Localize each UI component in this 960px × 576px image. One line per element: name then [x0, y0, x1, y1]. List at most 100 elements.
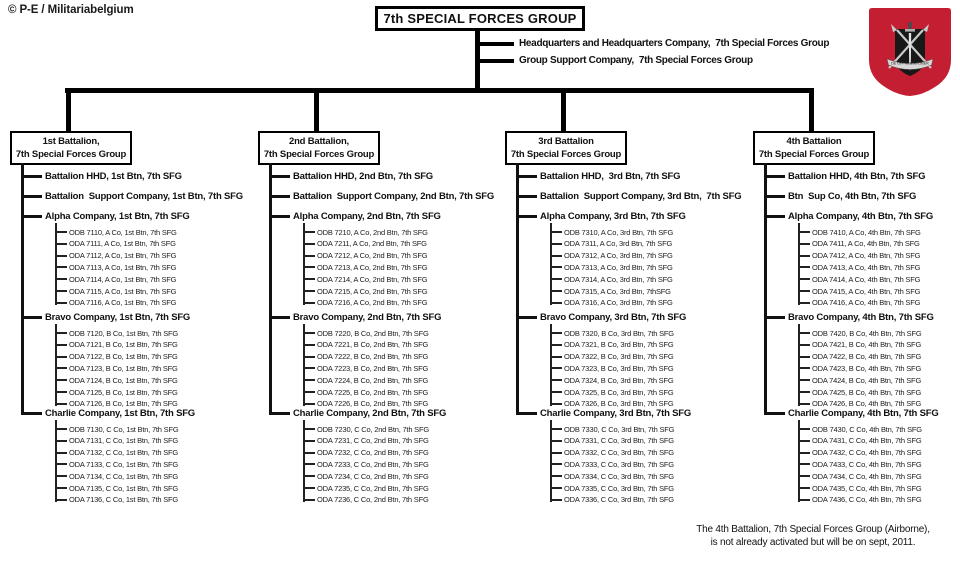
team-item: ODA 7411, A Co, 4th Btn, 7th SFG [798, 239, 920, 249]
tree-tick-line [798, 402, 810, 405]
team-item-label: ODA 7323, B Co, 3rd Btn, 7th SFG [564, 363, 674, 373]
tree-trunk-line [516, 163, 519, 415]
battalion-unit-label: Battalion HHD, 1st Btn, 7th SFG [45, 170, 182, 182]
tree-tick-line [55, 498, 67, 501]
battalion-unit: Battalion HHD, 4th Btn, 7th SFG [764, 170, 926, 182]
tree-tick-line [516, 194, 537, 198]
company-header-label: Bravo Company, 1st Btn, 7th SFG [45, 311, 191, 323]
team-item: ODA 7333, C Co, 3rd Btn, 7th SFG [550, 459, 674, 469]
tree-tick-line [550, 242, 562, 245]
battalion-unit: Battalion Support Company, 2nd Btn, 7th … [269, 190, 494, 202]
team-item-label: ODA 7313, A Co, 3rd Btn, 7th SFG [564, 262, 673, 272]
tree-tick-line [303, 290, 315, 292]
team-item-label: ODA 7133, C Co, 1st Btn, 7th SFG [69, 459, 179, 469]
tree-tick-line [798, 391, 810, 393]
team-item: ODA 7434, C Co, 4th Btn, 7th SFG [798, 471, 922, 481]
tree-tick-line [269, 315, 290, 319]
team-item: ODA 7133, C Co, 1st Btn, 7th SFG [55, 459, 178, 469]
team-item-label: ODA 7234, C Co, 2nd Btn, 7th SFG [317, 471, 429, 481]
team-item-label: ODB 7310, A Co, 3rd Btn, 7th SFG [564, 227, 674, 237]
tree-tick-line [21, 194, 42, 198]
tree-tick-line [550, 402, 562, 405]
connector-line [808, 88, 814, 133]
tree-subtrunk-line [550, 420, 552, 502]
team-item: ODA 7122, B Co, 1st Btn, 7th SFG [55, 352, 178, 362]
team-item-label: ODA 7136, C Co, 1st Btn, 7th SFG [69, 495, 179, 505]
tree-subtrunk-line [550, 223, 552, 305]
battalion-unit-label: Btn Sup Co, 4th Btn, 7th SFG [788, 190, 917, 202]
tree-tick-line [55, 343, 67, 346]
team-item-label: ODB 7420, B Co, 4th Btn, 7th SFG [812, 328, 922, 338]
team-item-label: ODA 7212, A Co, 2nd Btn, 7th SFG [317, 251, 428, 261]
tree-tick-line [21, 214, 42, 218]
tree-tick-line [764, 411, 785, 415]
team-item-label: ODA 7111, A Co, 1st Btn, 7th SFG [69, 239, 176, 249]
tree-tick-line [303, 343, 315, 346]
tree-tick-line [798, 301, 810, 304]
connector-line [65, 88, 814, 93]
battalion-unit: Battalion Support Company, 3rd Btn, 7th … [516, 190, 742, 202]
team-item: ODB 7320, B Co, 3rd Btn, 7th SFG [550, 328, 674, 338]
tree-tick-line [303, 254, 315, 257]
tree-tick-line [303, 301, 315, 304]
team-item-label: ODA 7224, B Co, 2nd Btn, 7th SFG [317, 375, 429, 385]
team-item-label: ODB 7410, A Co, 4th Btn, 7th SFG [812, 227, 921, 237]
team-item: ODA 7213, A Co, 2nd Btn, 7th SFG [303, 262, 428, 272]
company-header-label: Bravo Company, 3rd Btn, 7th SFG [540, 311, 687, 323]
tree-tick-line [55, 332, 67, 334]
company-header: Bravo Company, 2nd Btn, 7th SFG [269, 311, 441, 323]
company-header: Alpha Company, 3rd Btn, 7th SFG [516, 210, 686, 222]
tree-tick-line [798, 367, 810, 370]
team-item: ODA 7215, A Co, 2nd Btn, 7th SFG [303, 286, 428, 296]
battalion-box-line: 1st Battalion, [42, 136, 100, 147]
team-item-label: ODA 7311, A Co, 3rd Btn, 7th SFG [564, 239, 673, 249]
team-item-label: ODA 7123, B Co, 1st Btn, 7th SFG [69, 363, 178, 373]
beret-flash-icon: DE OPPRESSO LIBER [869, 8, 951, 96]
team-item: ODA 7136, C Co, 1st Btn, 7th SFG [55, 495, 178, 505]
tree-tick-line [55, 301, 67, 304]
team-item: ODA 7422, B Co, 4th Btn, 7th SFG [798, 352, 921, 362]
team-item-label: ODA 7314, A Co, 3rd Btn, 7th SFG [564, 274, 673, 284]
team-item-label: ODA 7421, B Co, 4th Btn, 7th SFG [812, 340, 922, 350]
tree-tick-line [303, 278, 315, 281]
team-item: ODA 7234, C Co, 2nd Btn, 7th SFG [303, 471, 429, 481]
team-item: ODA 7123, B Co, 1st Btn, 7th SFG [55, 363, 178, 373]
team-item-label: ODB 7210, A Co, 2nd Btn, 7th SFG [317, 227, 428, 237]
team-item: ODA 7113, A Co, 1st Btn, 7th SFG [55, 262, 176, 272]
tree-tick-line [798, 343, 810, 346]
team-item-label: ODA 7416, A Co, 4th Btn, 7th SFG [812, 298, 921, 308]
tree-tick-line [798, 379, 810, 382]
company-header-label: Charlie Company, 2nd Btn, 7th SFG [293, 407, 447, 419]
team-item-label: ODA 7213, A Co, 2nd Btn, 7th SFG [317, 262, 428, 272]
tree-tick-line [798, 487, 810, 489]
team-item-label: ODA 7434, C Co, 4th Btn, 7th SFG [812, 471, 922, 481]
team-item-label: ODB 7120, B Co, 1st Btn, 7th SFG [69, 328, 179, 338]
tree-tick-line [303, 391, 315, 393]
team-item: ODA 7114, A Co, 1st Btn, 7th SFG [55, 274, 176, 284]
team-item: ODB 7210, A Co, 2nd Btn, 7th SFG [303, 227, 428, 237]
tree-subtrunk-line [55, 420, 57, 502]
team-item: ODA 7415, A Co, 4th Btn, 7th SFG [798, 286, 920, 296]
team-item-label: ODA 7115, A Co, 1st Btn, 7th SFG [69, 286, 177, 296]
team-item: ODB 7430, C Co, 4th Btn, 7th SFG [798, 424, 922, 434]
company-header: Charlie Company, 1st Btn, 7th SFG [21, 407, 195, 419]
team-item: ODA 7223, B Co, 2nd Btn, 7th SFG [303, 363, 428, 373]
tree-tick-line [550, 343, 562, 346]
team-item: ODA 7325, B Co, 3rd Btn, 7th SFG [550, 387, 674, 397]
team-item-label: ODA 7121, B Co, 1st Btn, 7th SFG [69, 340, 178, 350]
tree-tick-line [269, 174, 290, 178]
tree-trunk-line [269, 163, 272, 415]
tree-tick-line [303, 451, 315, 454]
group-unit-label: Headquarters and Headquarters Company, 7… [519, 38, 830, 49]
battalion-unit-label: Battalion HHD, 4th Btn, 7th SFG [788, 170, 926, 182]
team-item-label: ODA 7215, A Co, 2nd Btn, 7th SFG [317, 286, 428, 296]
team-item: ODA 7115, A Co, 1st Btn, 7th SFG [55, 286, 176, 296]
tree-subtrunk-line [550, 324, 552, 406]
tree-tick-line [550, 231, 562, 233]
team-item: ODA 7322, B Co, 3rd Btn, 7th SFG [550, 352, 674, 362]
battalion-box: 2nd Battalion,7th Special Forces Group [258, 131, 380, 165]
team-item: ODA 7314, A Co, 3rd Btn, 7th SFG [550, 274, 673, 284]
team-item-label: ODA 7321, B Co, 3rd Btn, 7th SFG [564, 340, 674, 350]
